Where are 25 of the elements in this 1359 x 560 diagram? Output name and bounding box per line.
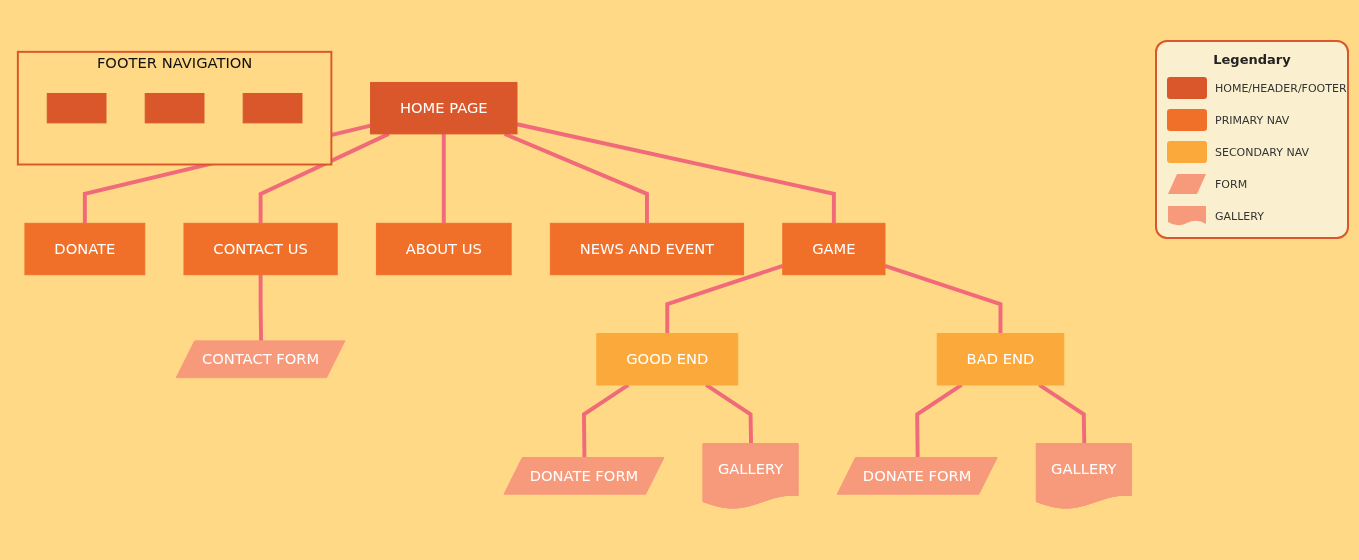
legend-text: FORM [1215, 177, 1248, 191]
node-box [144, 93, 205, 124]
connector [665, 264, 784, 334]
node-box [242, 93, 303, 124]
legend-text: PRIMARY NAV [1215, 113, 1290, 127]
node-box: GOOD END [596, 333, 739, 386]
connector [258, 274, 264, 342]
node-box [46, 93, 107, 124]
connector [258, 132, 390, 224]
cluster: FOOTER NAVIGATION [16, 50, 333, 166]
node-box: ABOUT US [375, 222, 512, 276]
connector [441, 133, 446, 224]
legend-text: HOME/HEADER/FOOTER [1215, 81, 1347, 95]
node-box: HOME PAGE [370, 82, 518, 135]
legend-text: SECONDARY NAV [1215, 145, 1310, 159]
connector [884, 264, 1003, 334]
connector [503, 132, 649, 224]
node-box: CONTACT US [183, 222, 338, 276]
node-box: BAD END [936, 333, 1065, 386]
node-box: NEWS AND EVENT [549, 222, 745, 276]
legend-title: Legendary [1213, 52, 1291, 67]
node-box: DONATE [24, 222, 146, 276]
connector [516, 122, 836, 224]
node-box: GAME [782, 222, 886, 276]
legend-text: GALLERY [1215, 209, 1264, 223]
